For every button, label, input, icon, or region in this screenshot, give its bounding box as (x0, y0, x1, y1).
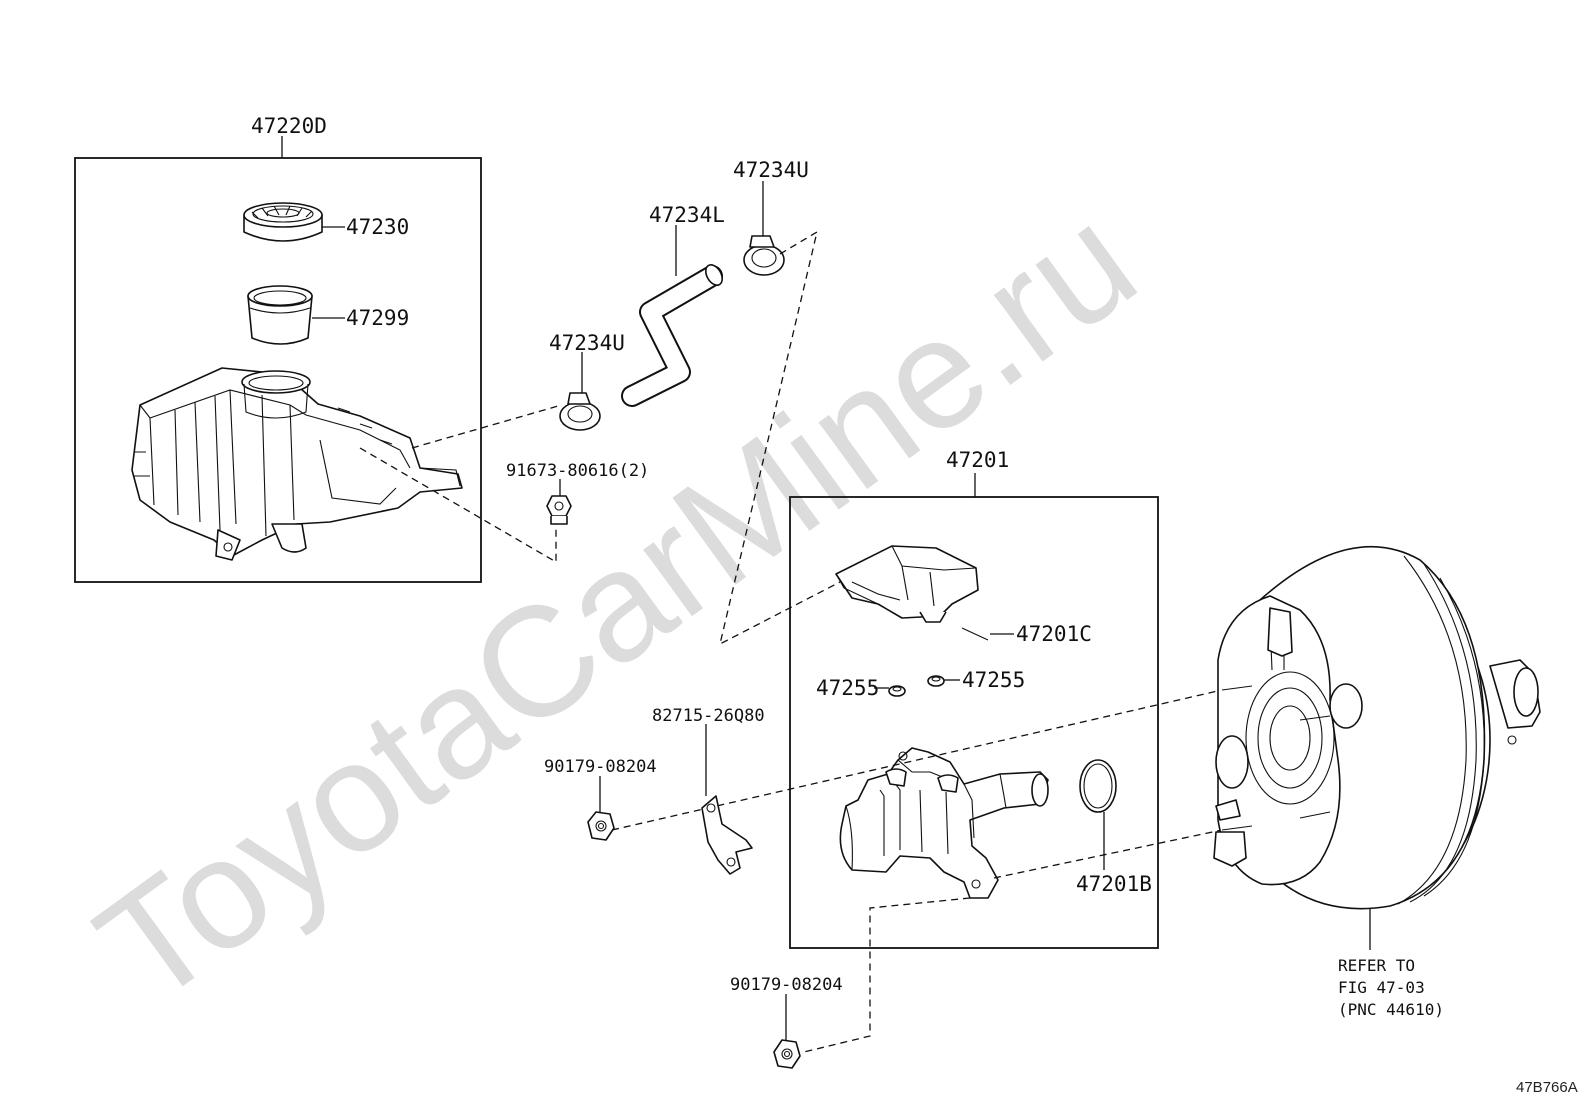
master-cylinder-body-drawing (839, 747, 1049, 899)
reservoir-tank-drawing (131, 367, 463, 561)
label-47234U-lower: 47234U (549, 331, 625, 355)
dashed-reservoir-to-nut (359, 447, 557, 564)
refer-note-line2: FIG 47-03 (1338, 978, 1425, 997)
nut-upper-drawing (587, 811, 615, 841)
bracket-drawing (701, 795, 753, 875)
clip-lower-drawing (559, 392, 601, 431)
reservoir-assembly-group: 47220D 47230 47299 (74, 114, 482, 583)
nut-lower-drawing (773, 1039, 801, 1069)
grommet-left-drawing (888, 685, 906, 697)
reservoir-filter-drawing (247, 285, 313, 345)
master-cylinder-group: 47201 47201C 47255 47255 (789, 448, 1159, 949)
label-47201C: 47201C (1016, 622, 1092, 646)
mc-reservoir-drawing (835, 545, 979, 623)
brake-booster-drawing (1213, 545, 1541, 910)
dashed-reservoir-to-clip (411, 405, 559, 449)
nut-reservoir-drawing (546, 495, 572, 525)
dashed-master-to-booster (993, 829, 1223, 879)
dashed-master-to-nut-lower (803, 897, 971, 1053)
hose-drawing (621, 264, 723, 407)
figure-code: 47B766A (1516, 1079, 1578, 1096)
label-47255-left: 47255 (816, 676, 879, 700)
reservoir-cap-drawing (243, 202, 323, 242)
label-47230: 47230 (346, 215, 409, 239)
label-47201B: 47201B (1076, 872, 1152, 896)
label-47299: 47299 (346, 306, 409, 330)
label-47234L: 47234L (649, 203, 725, 227)
label-47234U-upper: 47234U (733, 158, 809, 182)
master-cylinder-frame (789, 496, 1159, 949)
refer-note-line1: REFER TO (1338, 956, 1415, 975)
label-82715-26Q80: 82715-26Q80 (652, 706, 765, 726)
dashed-clip-to-master (719, 230, 841, 646)
grommet-right-drawing (927, 675, 945, 687)
reservoir-assembly-frame (74, 157, 482, 583)
watermark-text: ToyotaCarMine.ru (68, 173, 1166, 1037)
label-90179-08204-upper: 90179-08204 (544, 757, 657, 777)
label-47201: 47201 (946, 448, 1009, 472)
pin-drawing (961, 627, 989, 641)
dashed-nut-upper-to-booster (611, 689, 1223, 831)
label-47220D: 47220D (251, 114, 327, 138)
label-47255-right: 47255 (962, 668, 1025, 692)
refer-note-line3: (PNC 44610) (1338, 1000, 1444, 1019)
clip-upper-drawing (743, 235, 785, 276)
o-ring-drawing (1079, 759, 1117, 813)
label-91673-80616: 91673-80616(2) (506, 461, 649, 481)
label-90179-08204-lower: 90179-08204 (730, 975, 843, 995)
